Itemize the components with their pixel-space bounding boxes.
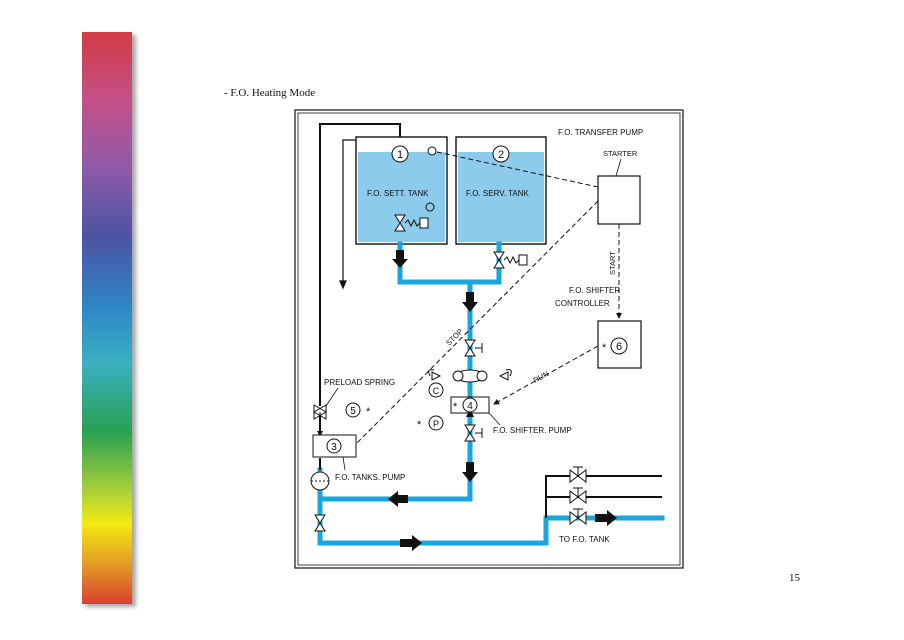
tanks-pump-label: F.O. TANKS. PUMP — [335, 473, 405, 482]
vent-line — [339, 139, 356, 290]
serv-tank — [455, 136, 547, 245]
control-lines — [319, 123, 662, 518]
preload-spring-label: PRELOAD SPRING — [324, 378, 395, 387]
asterisk-6: * — [602, 342, 607, 354]
page-number: 15 — [789, 572, 800, 584]
spectrum-sidebar-bar — [82, 32, 132, 604]
heater-element — [428, 369, 512, 383]
marker-1: 1 — [397, 149, 403, 161]
level-switch-low — [425, 202, 435, 212]
shifter-pump-callout — [488, 412, 501, 426]
marker-5: 5 — [350, 406, 356, 417]
marker-c: C — [433, 386, 440, 396]
asterisk-5: * — [366, 406, 371, 418]
slide-caption: - F.O. Heating Mode — [224, 87, 316, 99]
tanks-pump-callout — [342, 456, 346, 471]
strainer-symbol — [310, 471, 330, 491]
start-label: START — [608, 251, 617, 275]
starter-box — [597, 175, 641, 225]
preload-callout — [325, 387, 339, 407]
tank-pump-valve — [314, 514, 326, 532]
outlet-valves — [569, 466, 587, 525]
serv-tank-label: F.O. SERV. TANK — [466, 189, 530, 198]
flow-arrows — [388, 250, 617, 551]
marker-3: 3 — [331, 442, 337, 453]
shifter-pump-label: F.O. SHIFTER. PUMP — [493, 426, 572, 435]
shifter-inlet-valve — [464, 339, 483, 357]
shifter-controller-label-2: CONTROLLER — [555, 299, 610, 308]
level-switch-sett — [427, 146, 437, 156]
marker-4: 4 — [467, 401, 473, 412]
asterisk-4: * — [453, 401, 458, 413]
sett-tank-valve — [394, 214, 429, 232]
marker-2: 2 — [498, 149, 504, 161]
serv-tank-valve — [493, 251, 528, 269]
diagram-frame-inner — [297, 112, 681, 566]
transfer-pump-label: F.O. TRANSFER PUMP — [558, 128, 643, 137]
marker-circles — [326, 145, 628, 454]
shifter-controller-label-1: F.O. SHIFTER — [569, 286, 620, 295]
sett-tank-label: F.O. SETT. TANK — [367, 189, 429, 198]
preload-valve — [313, 404, 327, 420]
asterisk-p: * — [417, 419, 422, 431]
to-tank-label: TO F.O. TANK — [559, 535, 610, 544]
marker-p: P — [433, 419, 439, 429]
starter-label: STARTER — [603, 149, 638, 158]
marker-6: 6 — [616, 341, 622, 353]
starter-callout — [615, 158, 622, 177]
shifter-outlet-valve — [464, 424, 483, 442]
